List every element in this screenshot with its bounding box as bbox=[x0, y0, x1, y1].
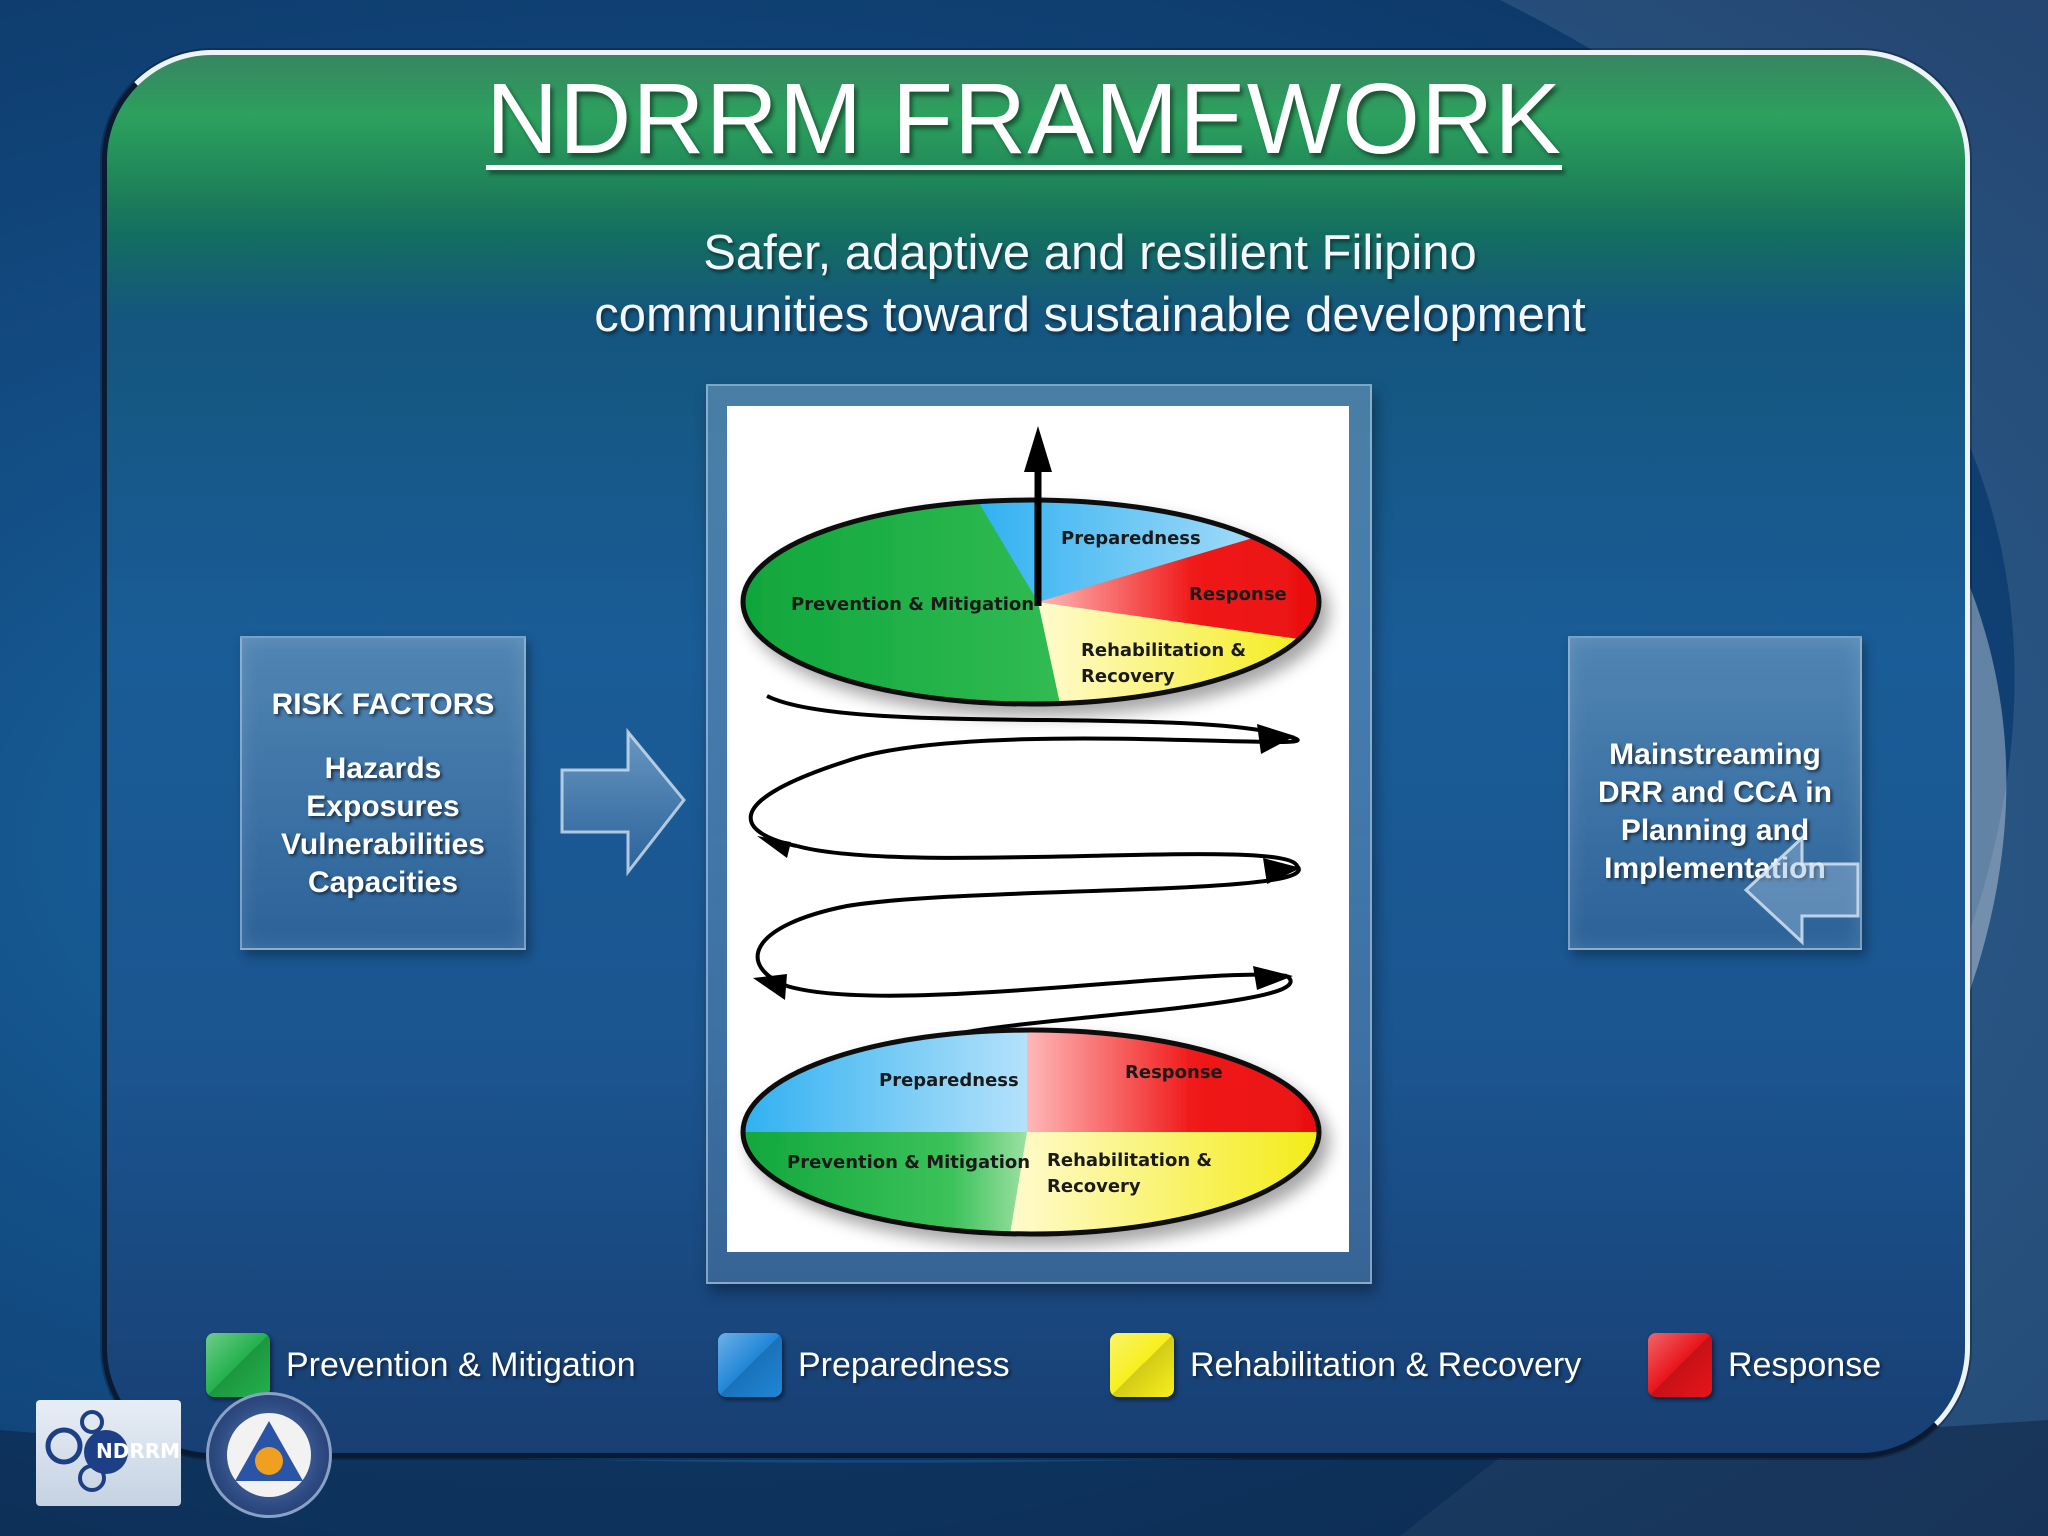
legend-swatch-preparedness bbox=[718, 1333, 782, 1397]
right-arrow-icon bbox=[558, 728, 688, 878]
ndrrmc-logo-text: NDRRMC bbox=[96, 1439, 181, 1463]
page-title: NDRRM FRAMEWORK bbox=[0, 62, 2048, 177]
cycle-diagram-svg: Preparedness Response Rehabilitation & R… bbox=[727, 406, 1349, 1252]
left-arrow-icon bbox=[1742, 836, 1862, 946]
vision-line-2: communities toward sustainable developme… bbox=[480, 284, 1700, 346]
legend-item-response: Response bbox=[1648, 1330, 1881, 1400]
bottom-label-rehab-2: Recovery bbox=[1047, 1176, 1141, 1197]
legend-item-preparedness: Preparedness bbox=[718, 1330, 1010, 1400]
legend-label-prevention: Prevention & Mitigation bbox=[286, 1346, 636, 1385]
top-label-prevention: Prevention & Mitigation bbox=[791, 594, 1034, 615]
bottom-label-preparedness: Preparedness bbox=[879, 1070, 1019, 1091]
vision-statement: Safer, adaptive and resilient Filipino c… bbox=[480, 222, 1700, 346]
top-label-rehab-1: Rehabilitation & bbox=[1081, 640, 1246, 661]
bottom-label-response: Response bbox=[1125, 1062, 1223, 1083]
ndrrmc-logo: NDRRMC bbox=[36, 1400, 181, 1506]
civil-defense-seal bbox=[206, 1392, 332, 1518]
legend-label-rehabilitation: Rehabilitation & Recovery bbox=[1190, 1346, 1581, 1385]
risk-item-hazards: Hazards bbox=[242, 750, 524, 788]
ndrrmc-logo-graphic: NDRRMC bbox=[36, 1400, 181, 1506]
bottom-disk bbox=[727, 1006, 1349, 1252]
bottom-label-prevention: Prevention & Mitigation bbox=[787, 1152, 1030, 1173]
civil-defense-seal-graphic bbox=[209, 1395, 329, 1515]
legend-swatch-rehabilitation bbox=[1110, 1333, 1174, 1397]
bottom-label-rehab-1: Rehabilitation & bbox=[1047, 1150, 1212, 1171]
legend-swatch-response bbox=[1648, 1333, 1712, 1397]
risk-factors-box: RISK FACTORS Hazards Exposures Vulnerabi… bbox=[240, 636, 526, 950]
top-label-rehab-2: Recovery bbox=[1081, 666, 1175, 687]
risk-factors-title: RISK FACTORS bbox=[242, 686, 524, 724]
legend-item-rehabilitation: Rehabilitation & Recovery bbox=[1110, 1330, 1581, 1400]
drrm-cycle-diagram: Preparedness Response Rehabilitation & R… bbox=[727, 406, 1349, 1252]
legend-label-preparedness: Preparedness bbox=[798, 1346, 1010, 1385]
legend-swatch-prevention bbox=[206, 1333, 270, 1397]
legend-label-response: Response bbox=[1728, 1346, 1881, 1385]
risk-item-capacities: Capacities bbox=[242, 864, 524, 902]
top-label-response: Response bbox=[1189, 584, 1287, 605]
risk-item-vulnerabilities: Vulnerabilities bbox=[242, 826, 524, 864]
risk-item-exposures: Exposures bbox=[242, 788, 524, 826]
legend-item-prevention: Prevention & Mitigation bbox=[206, 1330, 636, 1400]
mainstreaming-line-1: Mainstreaming bbox=[1580, 736, 1850, 774]
mainstreaming-line-2: DRR and CCA in bbox=[1580, 774, 1850, 812]
cycle-spiral bbox=[751, 696, 1299, 1036]
top-label-preparedness: Preparedness bbox=[1061, 528, 1201, 549]
vision-line-1: Safer, adaptive and resilient Filipino bbox=[480, 222, 1700, 284]
